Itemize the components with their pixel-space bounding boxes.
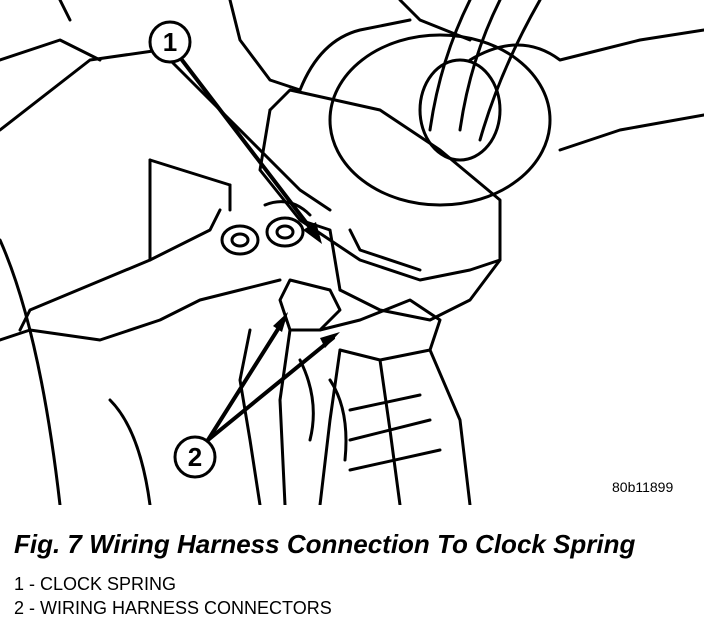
callout-2: 2 bbox=[173, 435, 217, 479]
clock-spring bbox=[258, 0, 704, 322]
callout-1-label: 1 bbox=[163, 27, 177, 57]
column-shroud bbox=[58, 0, 302, 92]
legend-item: 2 - WIRING HARNESS CONNECTORS bbox=[14, 598, 332, 618]
screw bbox=[220, 224, 260, 256]
harness-connectors bbox=[238, 278, 472, 505]
leader-2a bbox=[206, 316, 287, 442]
callout-1: 1 bbox=[148, 20, 192, 64]
callout-2-label: 2 bbox=[188, 442, 202, 472]
legend-item: 1 - CLOCK SPRING bbox=[14, 574, 177, 594]
leader-1 bbox=[180, 58, 320, 240]
legend: 1 - CLOCK SPRING 2 - WIRING HARNESS CONN… bbox=[14, 572, 332, 620]
leader-2b bbox=[206, 336, 335, 442]
line-drawing: 1 2 bbox=[0, 0, 704, 505]
screw bbox=[265, 216, 305, 248]
figure-code: 80b11899 bbox=[612, 479, 674, 495]
left-panel bbox=[0, 48, 332, 212]
figure-caption: Fig. 7 Wiring Harness Connection To Cloc… bbox=[14, 529, 636, 559]
